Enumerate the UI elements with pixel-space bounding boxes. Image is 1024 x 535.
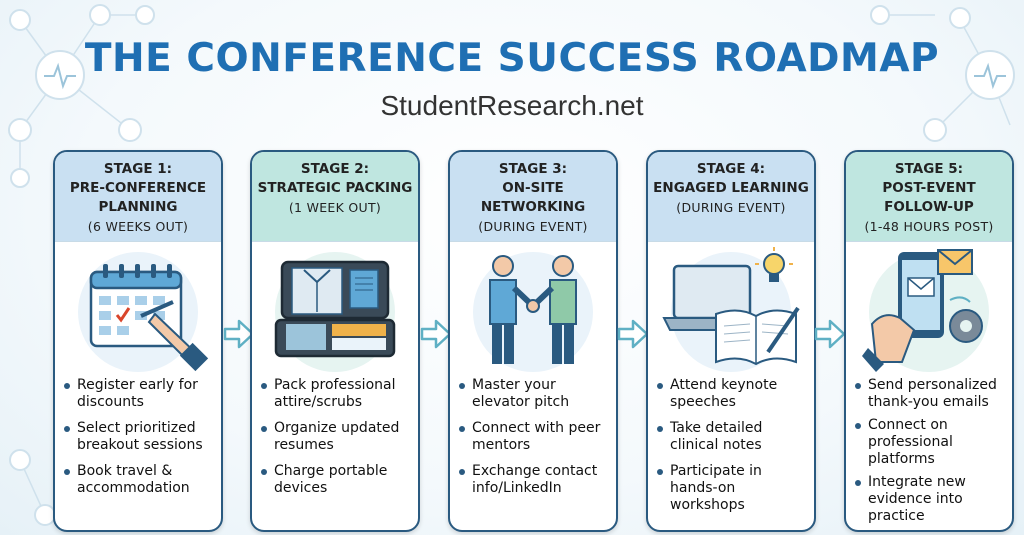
stage-2-timing: (1 WEEK OUT) <box>288 200 382 215</box>
stage-3-label: STAGE 3: <box>498 161 568 177</box>
stage-5-illustration <box>846 242 1012 377</box>
page-title: THE CONFERENCE SUCCESS ROADMAP <box>84 36 940 81</box>
list-item: Take detailed clinical notes <box>657 420 808 454</box>
arrow-right-icon <box>420 319 452 349</box>
stage-2-name: STRATEGIC PACKING <box>257 180 413 196</box>
list-item: Connect with peer mentors <box>459 420 610 454</box>
stage-5-checklist: Send personalized thank-you emails Conne… <box>846 377 1012 525</box>
stage-1-header: STAGE 1: PRE-CONFERENCE PLANNING (6 WEEK… <box>55 152 221 242</box>
stage-2-label: STAGE 2: <box>300 161 370 177</box>
list-item: Charge portable devices <box>261 463 412 497</box>
stage-1-label: STAGE 1: <box>103 161 173 177</box>
stage-1-card: STAGE 1: PRE-CONFERENCE PLANNING (6 WEEK… <box>53 150 223 532</box>
stage-4-checklist: Attend keynote speeches Take detailed cl… <box>648 377 814 514</box>
stage-1-name: PRE-CONFERENCE PLANNING <box>69 180 207 215</box>
list-item: Master your elevator pitch <box>459 377 610 411</box>
stage-5-card: STAGE 5: POST-EVENT FOLLOW-UP (1-48 HOUR… <box>844 150 1014 532</box>
list-item: Pack professional attire/scrubs <box>261 377 412 411</box>
stage-3-header: STAGE 3: ON-SITE NETWORKING (DURING EVEN… <box>450 152 616 242</box>
stage-1-checklist: Register early for discounts Select prio… <box>55 377 221 497</box>
stage-3-checklist: Master your elevator pitch Connect with … <box>450 377 616 497</box>
list-item: Organize updated resumes <box>261 420 412 454</box>
list-item: Select prioritized breakout sessions <box>64 420 215 454</box>
stage-3-timing: (DURING EVENT) <box>478 219 588 234</box>
site-name: StudentResearch.net <box>380 90 644 121</box>
stage-4-timing: (DURING EVENT) <box>676 200 786 215</box>
stage-5-header: STAGE 5: POST-EVENT FOLLOW-UP (1-48 HOUR… <box>846 152 1012 242</box>
list-item: Connect on professional platforms <box>855 417 1006 468</box>
stage-5-timing: (1-48 HOURS POST) <box>864 219 994 234</box>
stage-1-timing: (6 WEEKS OUT) <box>87 219 189 234</box>
list-item: Exchange contact info/LinkedIn <box>459 463 610 497</box>
list-item: Book travel & accommodation <box>64 463 215 497</box>
stage-3-card: STAGE 3: ON-SITE NETWORKING (DURING EVEN… <box>448 150 618 532</box>
stage-5-name: POST-EVENT FOLLOW-UP <box>882 180 976 215</box>
arrow-right-icon <box>617 319 649 349</box>
list-item: Participate in hands-on workshops <box>657 463 808 514</box>
arrow-right-icon <box>223 319 255 349</box>
stage-1-illustration <box>55 242 221 377</box>
stage-4-header: STAGE 4: ENGAGED LEARNING (DURING EVENT) <box>648 152 814 242</box>
stage-4-card: STAGE 4: ENGAGED LEARNING (DURING EVENT)… <box>646 150 816 532</box>
list-item: Attend keynote speeches <box>657 377 808 411</box>
phone-email-icon <box>862 249 989 372</box>
list-item: Integrate new evidence into practice <box>855 474 1006 525</box>
open-suitcase-icon <box>274 252 396 372</box>
stage-4-label: STAGE 4: <box>696 161 766 177</box>
stage-2-illustration <box>252 242 418 377</box>
calendar-with-pen-icon <box>78 252 209 372</box>
stage-2-checklist: Pack professional attire/scrubs Organize… <box>252 377 418 497</box>
list-item: Register early for discounts <box>64 377 215 411</box>
list-item: Send personalized thank-you emails <box>855 377 1006 411</box>
stage-3-name: ON-SITE NETWORKING <box>480 180 586 215</box>
stage-4-illustration <box>648 242 814 377</box>
arrow-right-icon <box>814 319 846 349</box>
stage-3-illustration <box>450 242 616 377</box>
stage-2-header: STAGE 2: STRATEGIC PACKING (1 WEEK OUT) <box>252 152 418 242</box>
handshake-icon <box>473 252 593 372</box>
stage-2-card: STAGE 2: STRATEGIC PACKING (1 WEEK OUT) … <box>250 150 420 532</box>
laptop-notebook-icon <box>662 247 800 372</box>
stage-4-name: ENGAGED LEARNING <box>653 180 809 196</box>
stage-5-label: STAGE 5: <box>894 161 964 177</box>
